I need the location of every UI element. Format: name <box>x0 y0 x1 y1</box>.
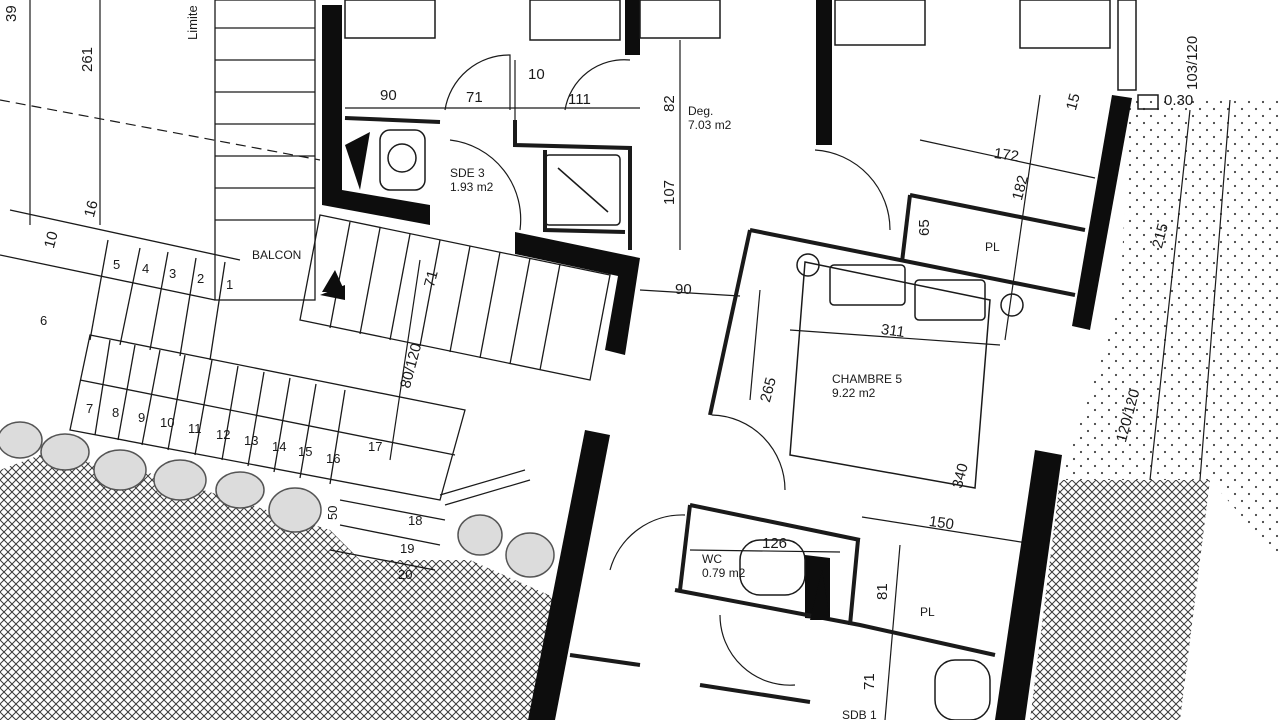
stair-step: 17 <box>368 439 383 454</box>
room-degagement: Deg. 7.03 m2 <box>688 104 731 132</box>
stair-step: 8 <box>112 405 120 420</box>
dim-126: 126 <box>762 535 788 552</box>
stair-step: 4 <box>142 261 150 276</box>
dim-82: 82 <box>661 95 678 112</box>
stair-step: 13 <box>244 433 259 448</box>
label-pl-top: PL <box>985 240 1000 254</box>
dim-150: 150 <box>927 513 955 534</box>
fixtures <box>344 0 1159 720</box>
dim-311: 311 <box>879 321 906 342</box>
room-chambre-name: CHAMBRE 5 <box>832 372 903 386</box>
room-sde-name: SDE 3 <box>450 166 485 180</box>
room-sde-3: SDE 3 1.93 m2 <box>450 166 493 194</box>
dim-50: 50 <box>325 505 340 520</box>
dim-71-stair: 71 <box>421 268 442 290</box>
stair-step: 10 <box>160 415 175 430</box>
stair-step: 2 <box>197 271 205 286</box>
dim-111: 111 <box>568 91 591 108</box>
label-pl-bottom: PL <box>920 605 935 619</box>
room-deg-area: 7.03 m2 <box>688 118 732 132</box>
room-wc-area: 0.79 m2 <box>702 566 746 580</box>
terrain-dots <box>1060 100 1280 560</box>
stair-step: 14 <box>272 439 287 454</box>
terrain-hatch-right <box>1030 480 1210 720</box>
room-chambre-area: 9.22 m2 <box>832 386 876 400</box>
dim-65: 65 <box>916 219 933 236</box>
dim-71-bottom: 71 <box>861 673 878 690</box>
stair-step: 11 <box>188 421 202 436</box>
dimension-lines <box>0 0 1231 720</box>
dim-172: 172 <box>992 145 1020 166</box>
stair-step: 15 <box>298 444 313 459</box>
dim-39: 39 <box>3 5 20 22</box>
dim-107: 107 <box>661 179 678 205</box>
stone-border <box>0 421 555 578</box>
stair-step: 5 <box>113 257 121 272</box>
dim-90-mid: 90 <box>675 281 692 298</box>
stair-step: 12 <box>216 427 231 442</box>
label-limite: Limite <box>185 5 200 40</box>
stair-step: 6 <box>40 313 48 328</box>
dim-81: 81 <box>874 583 891 600</box>
terrain-hatch-left <box>0 455 560 720</box>
stair-step: 16 <box>326 451 341 466</box>
dim-90-top: 90 <box>380 87 397 104</box>
dim-103-120: 103/120 <box>1184 35 1201 90</box>
stair-step: 19 <box>400 541 415 556</box>
room-chambre-5: CHAMBRE 5 9.22 m2 <box>832 372 902 400</box>
room-wc-name: WC <box>702 552 722 566</box>
dim-10: 10 <box>41 229 62 251</box>
stair-arrows <box>322 270 830 620</box>
stair-step: 18 <box>408 513 423 528</box>
dim-10-top: 10 <box>528 66 545 83</box>
room-sdb-1: SDB 1 <box>842 708 877 722</box>
room-wc: WC 0.79 m2 <box>702 552 745 580</box>
room-sde-area: 1.93 m2 <box>450 180 494 194</box>
dim-16: 16 <box>81 198 102 220</box>
stair-step: 9 <box>138 410 146 425</box>
stair-upper <box>0 0 316 361</box>
dim-261: 261 <box>79 46 96 72</box>
stair-step: 20 <box>398 567 413 582</box>
stair-step: 7 <box>86 401 94 416</box>
dim-71-top: 71 <box>466 89 483 106</box>
door-swings <box>444 54 891 686</box>
walls <box>320 0 1132 720</box>
room-deg-name: Deg. <box>688 104 714 118</box>
stair-step: 3 <box>169 266 177 281</box>
stair-middle <box>299 214 611 381</box>
dim-15: 15 <box>1063 91 1084 113</box>
partitions <box>344 116 1086 704</box>
room-balcon: BALCON <box>252 248 302 262</box>
stair-step: 1 <box>226 277 234 292</box>
dim-0-30: 0.30 <box>1164 92 1194 109</box>
stair-lower <box>69 334 466 571</box>
